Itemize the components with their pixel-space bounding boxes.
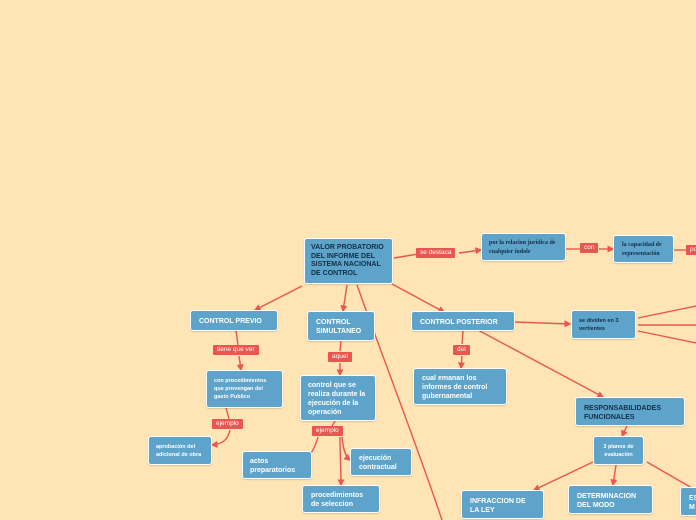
label-aquel: aquel <box>328 352 352 362</box>
aprobacion-node[interactable]: aprobación del adicional de obra <box>148 436 212 465</box>
infraccion-node[interactable]: INFRACCION DE LA LEY <box>461 490 544 519</box>
link-resp-planos <box>621 425 628 438</box>
link-root-previo <box>253 285 303 311</box>
label-ejemplo-2: ejemplo <box>312 426 343 436</box>
link-root-down <box>356 284 443 520</box>
label-con: con <box>580 243 599 253</box>
link-exec-ejemplo <box>331 420 336 427</box>
control-posterior-node[interactable]: CONTROL POSTERIOR <box>411 311 515 331</box>
procedimientos-seleccion-node[interactable]: procedimientos de seleccion <box>302 485 380 513</box>
link-ejemplo-seleccion <box>337 436 345 487</box>
determinacion-node[interactable]: DETERMINACION DEL MODO <box>568 485 653 514</box>
ejecucion-contractual-node[interactable]: ejecución contractual <box>350 448 412 476</box>
vertientes-node[interactable]: se dividen en 3 vertientes <box>571 310 636 339</box>
root-node[interactable]: VALOR PROBATORIO DEL INFORME DEL SISTEMA… <box>304 238 393 284</box>
link-planos-es <box>646 461 693 489</box>
capacidad-node[interactable]: la capacidad de representación <box>613 235 674 263</box>
link-root-relacion <box>393 253 419 259</box>
es-node-partial[interactable]: ES M <box>680 487 696 516</box>
label-del: del <box>453 345 470 355</box>
link-sedestaca-relacion <box>458 247 483 255</box>
link-root-posterior <box>391 283 446 313</box>
informes-node[interactable]: cual emanan los informes de control gube… <box>413 368 507 405</box>
link-ejemplo-contractual <box>341 436 352 461</box>
link-del-informes <box>457 355 465 370</box>
link-previo-tiene <box>235 330 239 346</box>
planos-node[interactable]: 3 planos de evaluación <box>593 436 644 465</box>
procedimientos-gasto-node[interactable]: con procedimientos que provengan del gas… <box>206 370 283 408</box>
link-root-simultaneo <box>340 284 348 313</box>
link-post-del <box>461 330 464 345</box>
link-planos-determinacion <box>610 464 618 487</box>
link-proc-ejemplo <box>225 407 230 420</box>
link-planos-infraccion <box>532 461 594 491</box>
control-previo-node[interactable]: CONTROL PREVIO <box>190 310 278 331</box>
link-post-resp <box>477 329 605 398</box>
actos-preparatorios-node[interactable]: actos preparatorios <box>242 451 312 479</box>
control-ejecucion-node[interactable]: control que se realiza durante la ejecuc… <box>300 375 376 421</box>
link-tiene-proc <box>236 355 244 372</box>
responsabilidades-node[interactable]: RESPONSABILIDADES FUNCIONALES <box>575 397 685 426</box>
label-po: po <box>686 245 696 255</box>
label-tiene-que-ver: tiene que ver <box>213 345 259 355</box>
label-ejemplo-1: ejemplo <box>212 419 243 429</box>
link-vert-1 <box>637 305 696 319</box>
link-sim-aquel <box>339 340 342 352</box>
relacion-node[interactable]: por la relacion jurídica de cualquier ín… <box>481 233 566 261</box>
link-post-vertientes <box>514 320 572 328</box>
link-vert-3 <box>637 330 696 344</box>
label-se-destaca: se destaca <box>416 248 456 258</box>
control-simultaneo-node[interactable]: CONTROL SIMULTANEO <box>307 311 375 341</box>
link-ejemplo-aprob <box>210 429 231 448</box>
